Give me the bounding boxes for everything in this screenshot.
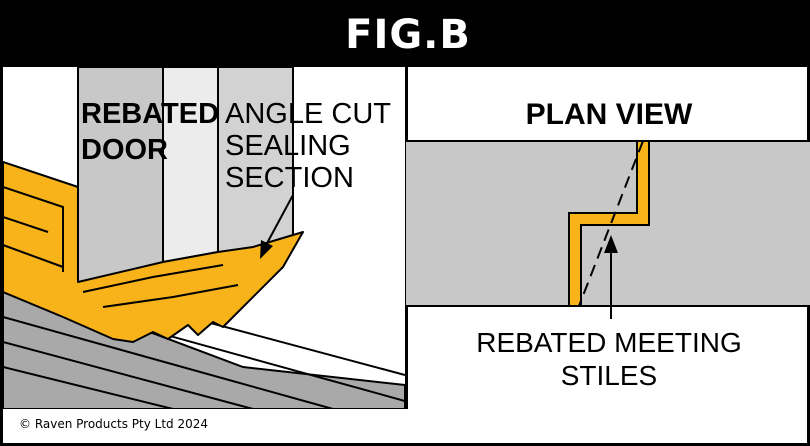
plan-view-illustration: PLAN VIEW REBATED MEETING STILES <box>405 98 810 391</box>
caption-rebated-meeting: REBATED MEETING <box>476 327 742 358</box>
plan-view-title: PLAN VIEW <box>526 98 693 131</box>
rebated-door-illustration: REBATED DOOR ANGLE CUT SEALING SECTION <box>3 67 405 409</box>
door-rebate-panel <box>162 67 219 264</box>
seal-profile-lines <box>3 186 239 308</box>
leader-line <box>264 194 294 248</box>
plan-arrowhead <box>604 235 618 253</box>
meeting-line-dashed <box>578 140 644 307</box>
label-angle-cut: ANGLE CUT <box>225 98 391 130</box>
label-section: SECTION <box>225 162 354 194</box>
leader-arrowhead <box>260 240 273 259</box>
label-sealing: SEALING <box>225 130 351 162</box>
copyright-notice: © Raven Products Pty Ltd 2024 <box>19 417 208 431</box>
left-panel-3d-view: REBATED DOOR ANGLE CUT SEALING SECTION <box>3 67 408 409</box>
angle-cut-seal <box>3 161 304 343</box>
figure-title: FIG.B <box>345 12 471 58</box>
right-panel-plan-view: PLAN VIEW REBATED MEETING STILES <box>405 67 810 409</box>
label-rebated: REBATED <box>81 98 219 130</box>
label-door: DOOR <box>81 134 168 166</box>
caption-stiles: STILES <box>561 360 657 391</box>
header-bar: FIG.B <box>3 3 810 67</box>
